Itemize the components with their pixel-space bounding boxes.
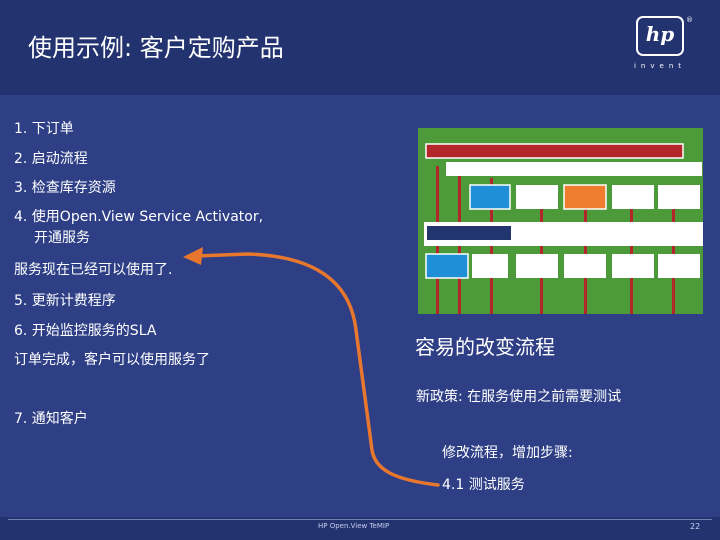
diagram-background [418,128,703,314]
process-box-blue [469,184,511,210]
process-box [612,254,654,278]
process-box-blue [425,253,469,279]
process-box [658,185,700,209]
step-6: 6. 开始监控服务的SLA [14,323,157,339]
process-box [472,254,508,278]
order-complete-text: 订单完成，客户可以使用服务了 [14,352,210,368]
new-policy-text: 新政策: 在服务使用之前需要测试 [416,389,622,405]
modify-process-text: 修改流程，增加步骤: [442,445,573,461]
step-4-1: 4.1 测试服务 [442,477,525,493]
process-bar-red [425,143,684,159]
process-box [612,185,654,209]
process-box-orange [563,184,607,210]
step-4: 4. 使用Open.View Service Activator, [14,209,264,225]
arrow-head [183,247,203,265]
process-bar-white [446,162,702,176]
process-box [516,185,558,209]
footer-text: HP Open.View TeMIP [318,522,390,530]
arrow-path [194,252,440,487]
easy-change-headline: 容易的改变流程 [415,335,555,359]
activator-bar-navy [427,226,511,240]
process-box [658,254,700,278]
step-7: 7. 通知客户 [14,411,88,427]
registered-mark: ® [686,16,693,24]
step-5: 5. 更新计费程序 [14,293,116,309]
step-1: 1. 下订单 [14,121,74,137]
header-bar [0,0,720,95]
process-diagram [418,128,703,314]
step-3: 3. 检查库存资源 [14,180,116,196]
hp-logo-badge: hp [636,16,684,56]
hp-logo-mark: hp [645,22,675,46]
step-4-continuation: 开通服务 [34,230,90,246]
page-number: 22 [690,522,701,531]
service-ready-text: 服务现在已经可以使用了. [14,262,173,278]
process-box [516,254,558,278]
hp-logo-tagline: invent [633,62,686,70]
process-box [564,254,606,278]
footer-divider [8,519,712,520]
hp-logo: hp ® invent [628,16,693,74]
step-2: 2. 启动流程 [14,151,88,167]
page-title: 使用示例: 客户定购产品 [28,34,284,62]
footer [0,517,720,540]
